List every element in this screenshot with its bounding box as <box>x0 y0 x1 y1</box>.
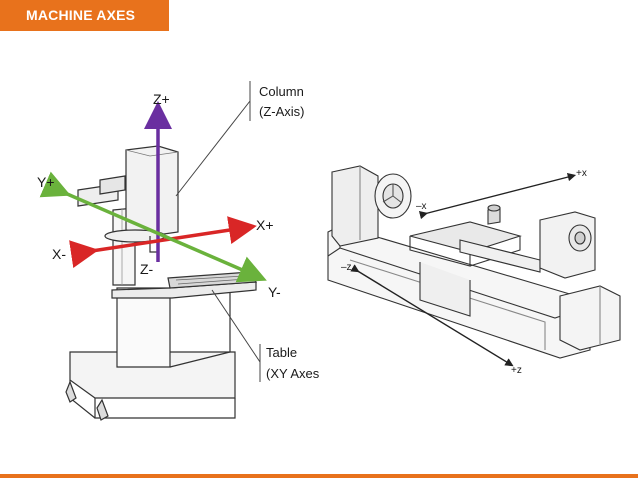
table-callout-leader <box>211 289 261 382</box>
lathe-x-plus-label: +x <box>576 168 587 179</box>
mill-x-minus-label: X- <box>52 246 66 262</box>
milling-machine-drawing <box>65 145 258 421</box>
lathe-z-plus-label: +z <box>511 365 522 376</box>
table-callout-line2: (XY Axes <box>266 366 320 381</box>
lathe-machine-drawing <box>327 165 621 359</box>
lathe-z-axis-arrow <box>350 264 514 367</box>
mill-x-plus-label: X+ <box>256 217 274 233</box>
mill-y-axis-arrow <box>39 171 267 283</box>
mill-z-plus-label: Z+ <box>153 91 170 107</box>
column-callout-line2: (Z-Axis) <box>259 104 305 119</box>
bottom-accent-bar <box>0 474 638 478</box>
mill-y-minus-label: Y- <box>268 284 281 300</box>
mill-y-plus-label: Y+ <box>37 174 55 190</box>
table-callout-line1: Table <box>266 345 297 360</box>
column-callout-leader <box>175 81 251 197</box>
column-callout-line1: Column <box>259 84 304 99</box>
lathe-x-axis-arrow <box>418 172 577 220</box>
mill-z-minus-label: Z- <box>140 261 154 277</box>
lathe-x-minus-label: –x <box>416 201 427 212</box>
slide-title: MACHINE AXES <box>0 0 169 31</box>
lathe-z-minus-label: –z <box>341 262 352 273</box>
